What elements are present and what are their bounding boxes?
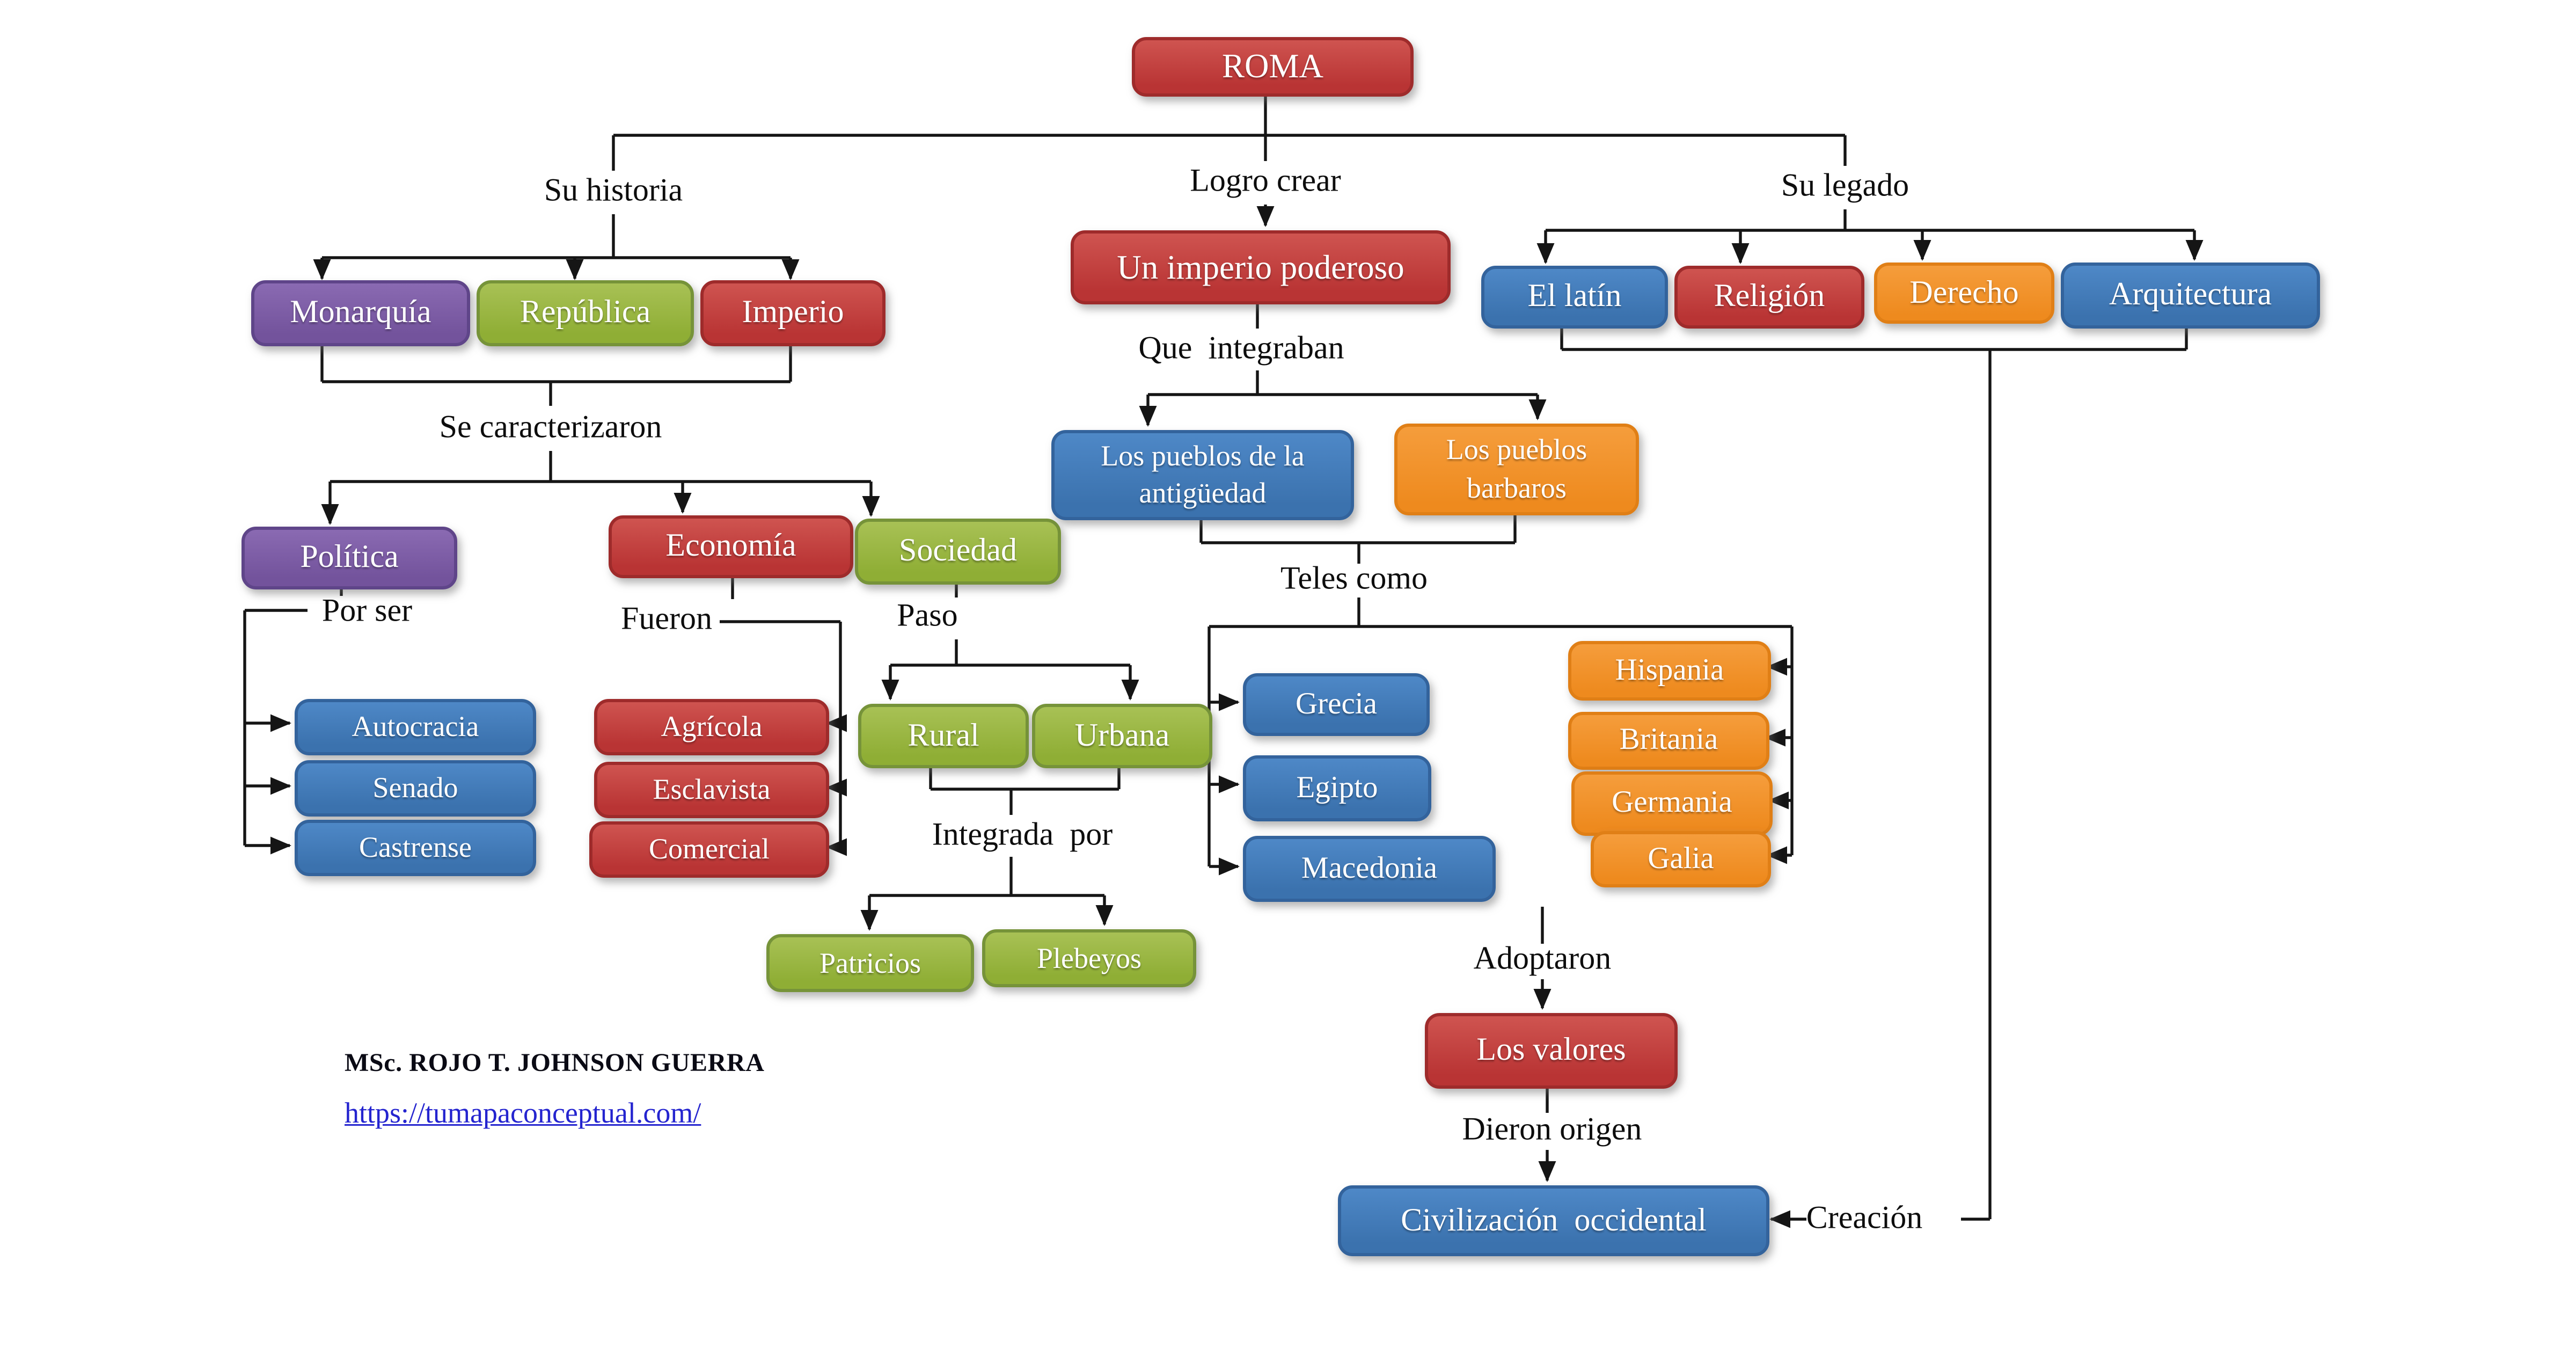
- node-rural: Rural: [858, 704, 1029, 768]
- node-los-valores: Los valores: [1425, 1013, 1678, 1089]
- node-macedonia: Macedonia: [1243, 836, 1496, 902]
- label-su-historia: Su historia: [544, 173, 683, 209]
- node-monarquia: Monarquía: [251, 280, 470, 346]
- node-pueblos-barbaros: Los pueblos barbaros: [1394, 424, 1639, 515]
- imperio-connectors: [1139, 135, 1794, 1182]
- credit-url-link[interactable]: https://tumapaconceptual.com/: [345, 1097, 701, 1129]
- node-pueblos-antiguedad: Los pueblos de la antigüedad: [1051, 430, 1354, 520]
- node-politica: Política: [241, 527, 457, 589]
- label-integrada-por: Integrada por: [932, 817, 1113, 853]
- node-sociedad: Sociedad: [855, 519, 1061, 585]
- node-grecia: Grecia: [1243, 673, 1430, 736]
- legado-connectors: [1536, 135, 2204, 1228]
- node-galia: Galia: [1591, 831, 1771, 887]
- node-arquitectura: Arquitectura: [2061, 263, 2320, 329]
- node-patricios: Patricios: [766, 934, 974, 992]
- node-senado: Senado: [295, 760, 536, 817]
- node-autocracia: Autocracia: [295, 699, 536, 755]
- credit-block: MSc. ROJO T. JOHNSON GUERRA https://tuma…: [345, 1050, 989, 1131]
- node-britania: Britania: [1568, 712, 1769, 770]
- node-plebeyos: Plebeyos: [982, 929, 1196, 987]
- label-por-ser: Por ser: [321, 593, 413, 629]
- node-religion: Religión: [1674, 266, 1864, 329]
- node-un-imperio-poderoso: Un imperio poderoso: [1071, 230, 1451, 304]
- label-dieron-origen: Dieron origen: [1462, 1112, 1642, 1148]
- politica-connectors: [243, 583, 343, 855]
- credit-url: https://tumapaconceptual.com/: [345, 1097, 989, 1131]
- node-civilizacion-occidental: Civilización occidental: [1338, 1185, 1769, 1256]
- node-derecho: Derecho: [1874, 263, 2054, 324]
- node-urbana: Urbana: [1032, 704, 1212, 768]
- label-que-integraban: Que integraban: [1138, 331, 1344, 367]
- historia-connectors: [313, 135, 880, 525]
- label-adoptaron: Adoptaron: [1473, 941, 1612, 977]
- node-hispania: Hispania: [1568, 641, 1771, 701]
- node-el-latin: El latín: [1481, 266, 1668, 329]
- node-comercial: Comercial: [589, 821, 829, 878]
- trunk-connectors: [613, 90, 1845, 137]
- label-se-caracterizaron: Se caracterizaron: [439, 410, 662, 446]
- node-egipto: Egipto: [1243, 755, 1431, 821]
- label-paso: Paso: [897, 598, 958, 634]
- label-su-legado: Su legado: [1781, 168, 1909, 204]
- node-castrense: Castrense: [295, 820, 536, 876]
- label-teles-como: Teles como: [1280, 561, 1428, 597]
- label-fueron: Fueron: [620, 601, 713, 637]
- node-esclavista: Esclavista: [594, 762, 829, 818]
- node-roma: ROMA: [1132, 37, 1414, 97]
- node-imperio: Imperio: [700, 280, 885, 346]
- node-agricola: Agrícola: [594, 699, 829, 755]
- label-creacion: Creación: [1806, 1200, 1923, 1236]
- sociedad-connectors: [860, 578, 1139, 931]
- credit-author: MSc. ROJO T. JOHNSON GUERRA: [345, 1050, 765, 1077]
- node-economia: Economía: [609, 515, 853, 578]
- node-republica: República: [477, 280, 694, 346]
- node-germania: Germania: [1571, 771, 1773, 836]
- label-logro-crear: Logro crear: [1190, 163, 1341, 199]
